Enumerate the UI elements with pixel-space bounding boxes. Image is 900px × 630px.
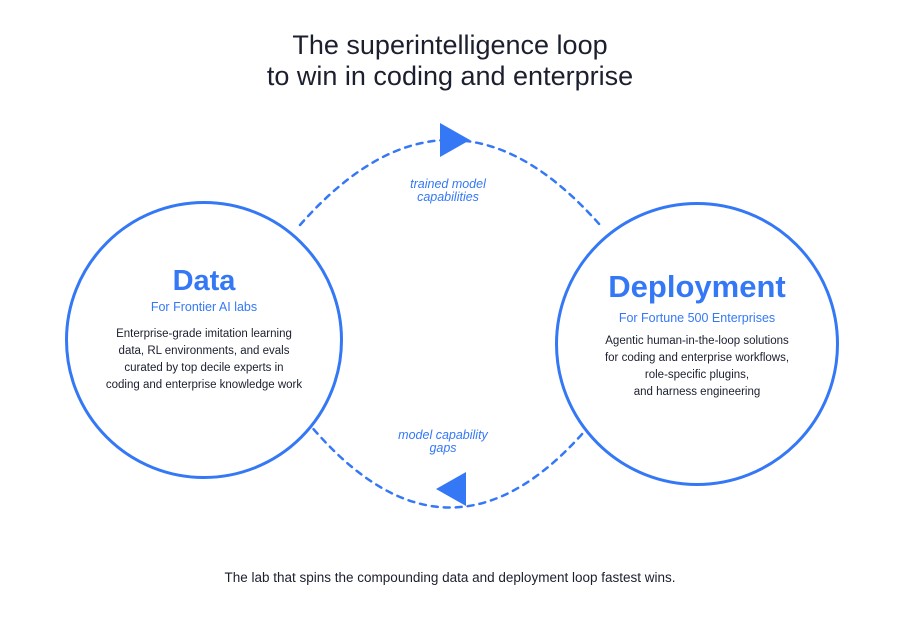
edge-bottom-arc xyxy=(308,423,592,509)
node-deployment-subtitle: For Fortune 500 Enterprises xyxy=(618,311,776,325)
node-deployment: Deployment For Fortune 500 Enterprises A… xyxy=(555,202,839,486)
node-deployment-heading: Deployment xyxy=(608,269,786,304)
node-data-body-line: data, RL environments, and evals xyxy=(118,345,290,357)
title-line-1: The superintelligence loop xyxy=(292,30,608,60)
arrow-left-icon xyxy=(436,472,466,506)
node-data-subtitle: For Frontier AI labs xyxy=(150,300,258,314)
diagram-title: The superintelligence loop to win in cod… xyxy=(0,30,900,92)
edge-label-top-line-2: capabilities xyxy=(417,190,479,204)
node-data-body-line: coding and enterprise knowledge work xyxy=(105,379,303,391)
footer-tagline: The lab that spins the compounding data … xyxy=(224,569,676,585)
node-data-body-line: curated by top decile experts in xyxy=(124,362,284,374)
edge-label-bottom: model capability gaps xyxy=(343,429,543,455)
title-line-2: to win in coding and enterprise xyxy=(266,61,634,91)
edge-label-top: trained model capabilities xyxy=(348,178,548,204)
node-deployment-body-line: for coding and enterprise workflows, xyxy=(604,352,790,364)
node-data-heading: Data xyxy=(172,265,236,297)
edge-label-top-line-1: trained model xyxy=(410,177,486,191)
node-data: Data For Frontier AI labs Enterprise-gra… xyxy=(65,201,343,479)
edge-label-bottom-line-2: gaps xyxy=(429,441,457,455)
node-deployment-body: Agentic human-in-the-loop solutions for … xyxy=(558,333,836,401)
arrow-right-icon xyxy=(440,123,470,157)
node-deployment-body-line: and harness engineering xyxy=(633,386,761,398)
node-deployment-body-line: role-specific plugins, xyxy=(644,369,750,381)
node-data-body-line: Enterprise-grade imitation learning xyxy=(116,328,292,340)
node-deployment-body-line: Agentic human-in-the-loop solutions xyxy=(605,335,789,347)
node-data-body: Enterprise-grade imitation learning data… xyxy=(68,326,340,394)
edge-label-bottom-line-1: model capability xyxy=(398,428,488,442)
